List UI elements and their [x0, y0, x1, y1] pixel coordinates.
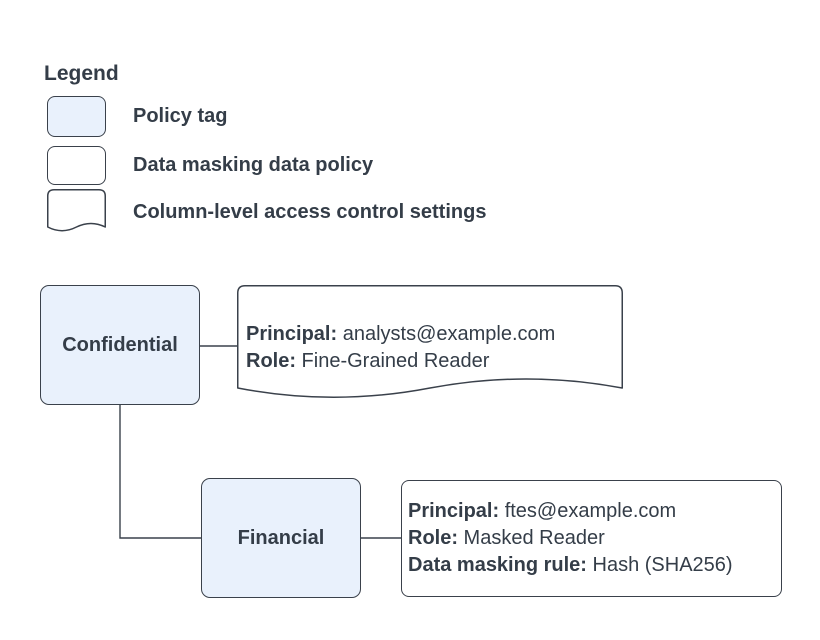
node-financial-policy-tag: Financial	[201, 478, 361, 598]
data-masking-policy-swatch-slot	[47, 146, 106, 185]
annotation-line: Role: Fine-Grained Reader	[246, 348, 555, 375]
policy-tag-swatch-icon	[47, 96, 106, 137]
annotation-value: Hash (SHA256)	[586, 554, 733, 576]
annotation-key: Principal:	[408, 500, 500, 522]
legend-item-label: Data masking data policy	[133, 154, 374, 176]
policy-tag-swatch-slot	[47, 96, 106, 137]
legend-item-policy-tag: Policy tag	[47, 96, 227, 137]
access-settings-text: Principal: analysts@example.com Role: Fi…	[246, 321, 555, 375]
document-shape-swatch-icon	[47, 188, 106, 231]
data-masking-policy-swatch-icon	[47, 146, 106, 185]
legend-item-label: Policy tag	[133, 105, 228, 127]
annotation-value: Fine-Grained Reader	[296, 350, 490, 372]
annotation-value: analysts@example.com	[337, 323, 556, 345]
annotation-line: Data masking rule: Hash (SHA256)	[408, 552, 781, 579]
annotation-line: Principal: ftes@example.com	[408, 498, 781, 525]
column-access-swatch-slot	[47, 188, 106, 236]
legend-item-label: Column-level access control settings	[133, 200, 487, 223]
annotation-key: Role:	[246, 350, 296, 372]
connector-confidential-to-financial	[119, 405, 201, 539]
annotation-key: Data masking rule:	[408, 554, 587, 576]
legend-item-column-access: Column-level access control settings	[47, 188, 487, 236]
legend-title: Legend	[44, 62, 119, 85]
data-masking-policy-box: Principal: ftes@example.com Role: Masked…	[401, 480, 782, 597]
annotation-value: Masked Reader	[458, 527, 605, 549]
annotation-line: Role: Masked Reader	[408, 525, 781, 552]
annotation-key: Principal:	[246, 323, 338, 345]
node-label: Confidential	[62, 333, 178, 356]
node-label: Financial	[237, 526, 325, 549]
node-confidential-policy-tag: Confidential	[40, 285, 200, 405]
annotation-value: ftes@example.com	[499, 500, 677, 522]
legend-item-data-masking-policy: Data masking data policy	[47, 146, 373, 185]
annotation-line: Principal: analysts@example.com	[246, 321, 555, 348]
annotation-key: Role:	[408, 527, 458, 549]
